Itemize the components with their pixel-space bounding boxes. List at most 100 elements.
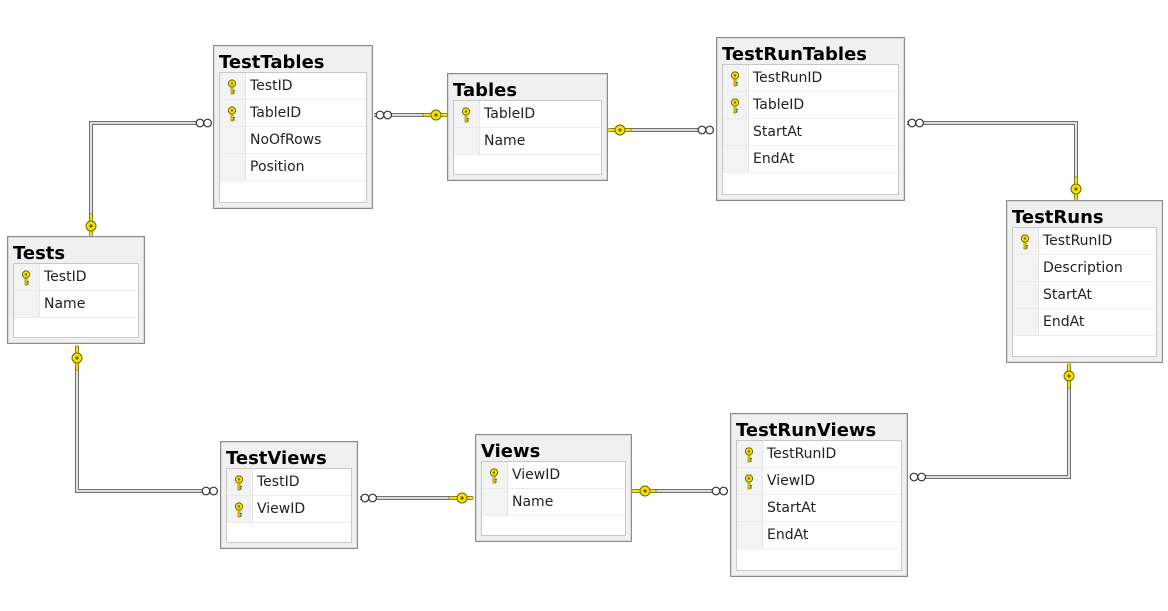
primary-key-icon: [1020, 234, 1030, 250]
column-row[interactable]: TableID: [220, 100, 366, 127]
row-selector[interactable]: [454, 128, 480, 154]
column-grid: ViewID Name: [481, 461, 626, 536]
column-row[interactable]: ViewID: [227, 496, 351, 523]
row-selector[interactable]: [220, 100, 246, 126]
relationship-line: [360, 492, 474, 504]
one-end-key-icon: [85, 213, 97, 239]
row-selector[interactable]: [220, 154, 246, 180]
column-grid: TestID ViewID: [226, 468, 352, 543]
column-row[interactable]: Name: [454, 128, 601, 155]
column-name: Name: [44, 296, 86, 312]
column-name: Name: [484, 133, 526, 149]
many-end-infinity-icon: [711, 486, 728, 496]
column-name: TestID: [250, 78, 293, 94]
table-title: TestViews: [226, 448, 327, 469]
column-row[interactable]: EndAt: [723, 146, 898, 173]
column-name: TestRunID: [753, 70, 823, 86]
row-selector[interactable]: [454, 101, 480, 127]
column-name: TestRunID: [767, 446, 837, 462]
column-row[interactable]: TestID: [220, 73, 366, 100]
row-selector[interactable]: [1013, 255, 1039, 281]
column-row[interactable]: Name: [482, 489, 625, 516]
column-row[interactable]: StartAt: [737, 495, 901, 522]
one-end-key-icon: [1063, 363, 1075, 389]
row-selector[interactable]: [1013, 282, 1039, 308]
many-end-infinity-icon: [201, 486, 219, 496]
table-title: TestRuns: [1012, 207, 1104, 228]
relationship-line: [71, 345, 219, 496]
column-name: ViewID: [512, 467, 561, 483]
row-selector[interactable]: [737, 495, 763, 521]
primary-key-icon: [461, 107, 471, 123]
column-row[interactable]: TestRunID: [737, 441, 901, 468]
row-selector[interactable]: [737, 441, 763, 467]
primary-key-icon: [730, 71, 740, 87]
table-title: Tests: [13, 243, 66, 264]
primary-key-icon: [21, 270, 31, 286]
column-row[interactable]: ViewID: [737, 468, 901, 495]
column-row[interactable]: TestRunID: [723, 65, 898, 92]
row-selector[interactable]: [723, 65, 749, 91]
column-row[interactable]: TableID: [723, 92, 898, 119]
row-selector[interactable]: [14, 264, 40, 290]
row-selector[interactable]: [227, 496, 253, 522]
column-row[interactable]: EndAt: [737, 522, 901, 549]
row-selector[interactable]: [737, 522, 763, 548]
table-title: TestTables: [219, 52, 325, 73]
row-selector[interactable]: [220, 73, 246, 99]
primary-key-icon: [227, 106, 237, 122]
row-selector[interactable]: [482, 489, 508, 515]
column-name: ViewID: [767, 473, 816, 489]
column-row[interactable]: StartAt: [1013, 282, 1156, 309]
primary-key-icon: [744, 474, 754, 490]
column-name: Position: [250, 159, 305, 175]
primary-key-icon: [744, 447, 754, 463]
column-row[interactable]: EndAt: [1013, 309, 1156, 336]
row-selector[interactable]: [723, 92, 749, 118]
relationship-line: [907, 118, 1082, 202]
column-name: TableID: [484, 106, 536, 122]
row-selector[interactable]: [723, 119, 749, 145]
relationship-line: [909, 363, 1075, 482]
column-name: ViewID: [257, 501, 306, 517]
column-name: EndAt: [767, 527, 809, 543]
column-row[interactable]: TestID: [14, 264, 138, 291]
column-row[interactable]: StartAt: [723, 119, 898, 146]
row-selector[interactable]: [227, 469, 253, 495]
row-selector[interactable]: [482, 462, 508, 488]
row-selector[interactable]: [1013, 309, 1039, 335]
table-title: TestRunTables: [722, 44, 867, 65]
row-selector[interactable]: [737, 468, 763, 494]
one-end-key-icon: [1070, 176, 1082, 202]
column-row[interactable]: Description: [1013, 255, 1156, 282]
primary-key-icon: [234, 475, 244, 491]
relationship-line: [85, 118, 213, 239]
primary-key-icon: [234, 502, 244, 518]
one-end-key-icon: [71, 345, 83, 371]
row-selector[interactable]: [14, 291, 40, 317]
column-row[interactable]: ViewID: [482, 462, 625, 489]
column-row[interactable]: Name: [14, 291, 138, 318]
column-row[interactable]: TestRunID: [1013, 228, 1156, 255]
column-row[interactable]: NoOfRows: [220, 127, 366, 154]
column-row[interactable]: TableID: [454, 101, 601, 128]
column-name: StartAt: [767, 500, 817, 516]
row-selector[interactable]: [1013, 228, 1039, 254]
row-selector[interactable]: [220, 127, 246, 153]
column-row[interactable]: TestID: [227, 469, 351, 496]
row-selector[interactable]: [723, 146, 749, 172]
column-row[interactable]: Position: [220, 154, 366, 181]
many-end-infinity-icon: [360, 493, 378, 503]
